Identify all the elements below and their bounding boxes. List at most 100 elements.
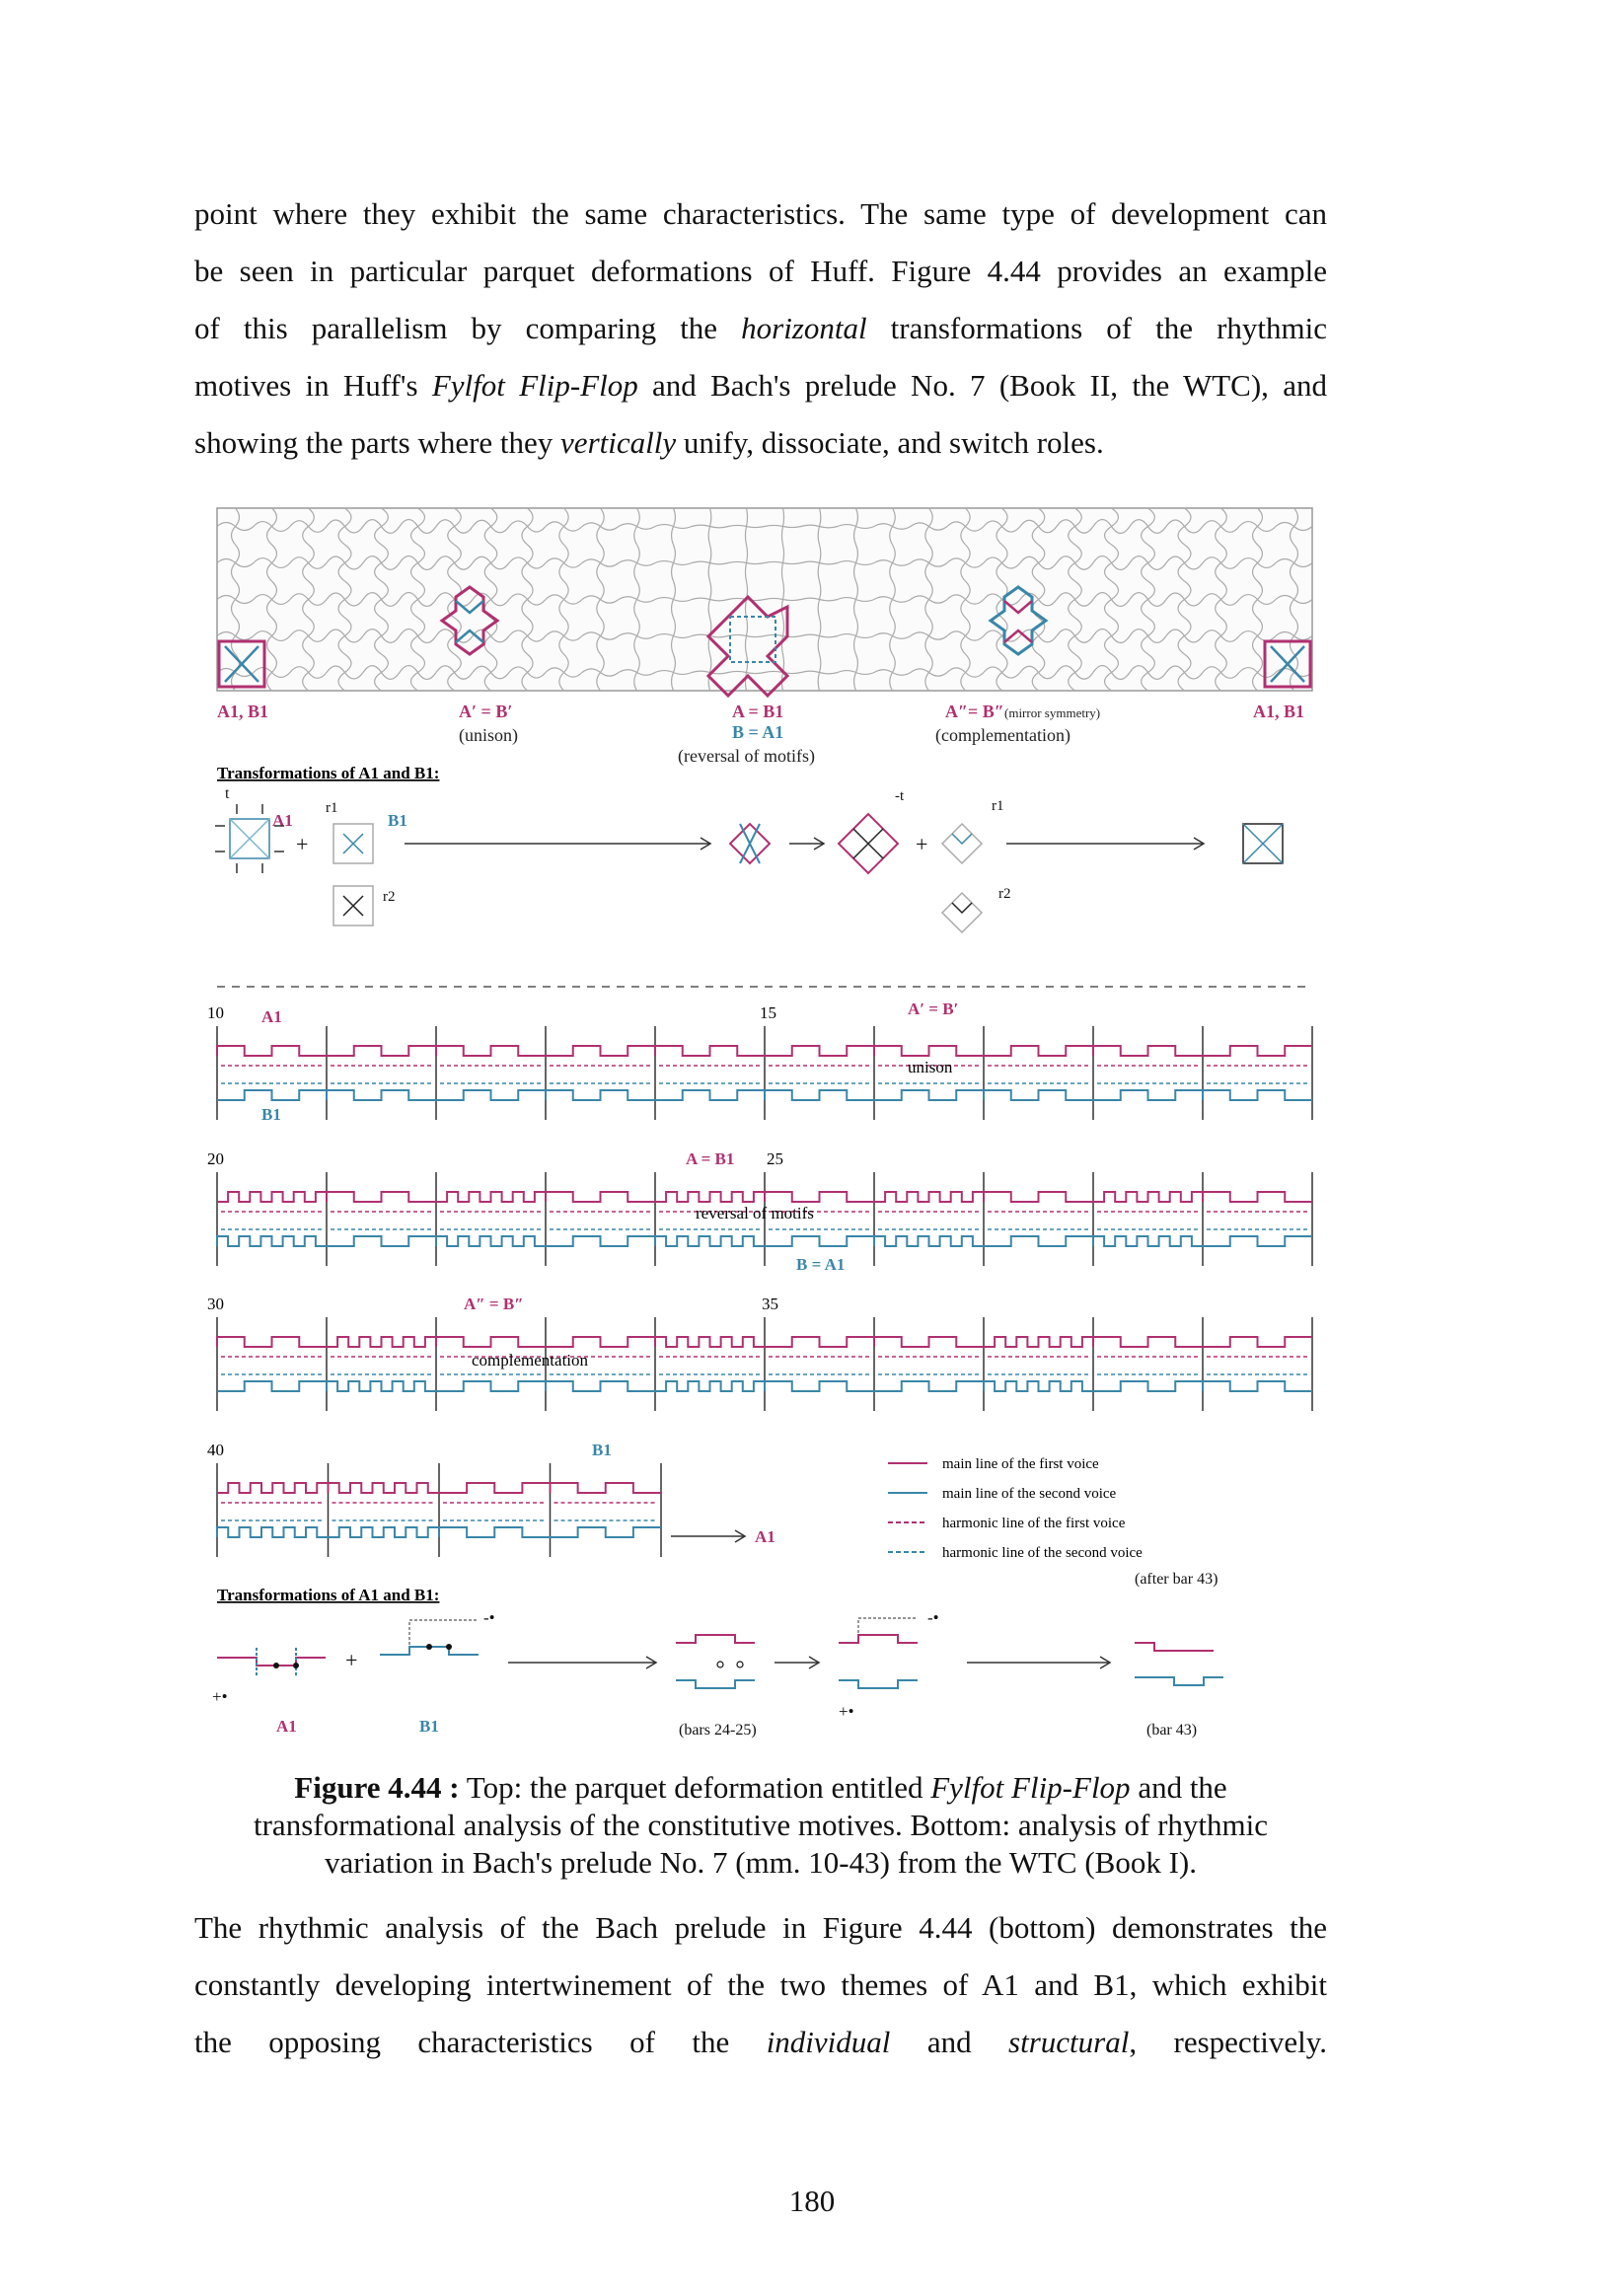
parquet-tile xyxy=(654,544,693,582)
parquet-tile xyxy=(618,507,656,546)
parquet-tile xyxy=(362,544,401,582)
parquet-tile xyxy=(800,507,839,546)
parquet-tile xyxy=(654,653,693,692)
label-unison: (unison) xyxy=(459,725,518,746)
legend-item: main line of the second voice xyxy=(942,1486,1117,1502)
second-voice-trace xyxy=(438,1526,551,1538)
row2-eq-top: A = B1 xyxy=(686,1149,734,1168)
parquet-tile xyxy=(1056,580,1094,619)
second-voice-trace xyxy=(216,1235,327,1247)
label-reversal: (reversal of motifs) xyxy=(678,746,815,767)
bar-number: 15 xyxy=(760,1003,776,1022)
parquet-tile xyxy=(983,580,1021,619)
second-voice-trace xyxy=(655,1089,765,1101)
first-voice-trace xyxy=(873,1336,984,1348)
figure-4-44: A1, B1 A′ = B′ (unison) A = B1 B = A1 (r… xyxy=(207,498,1322,1761)
row1-b-label: B1 xyxy=(261,1105,281,1124)
second-voice-trace xyxy=(546,1235,655,1247)
svg-text:+: + xyxy=(345,1648,357,1672)
parquet-tile xyxy=(837,653,875,692)
parquet-tile xyxy=(1238,580,1277,619)
transformations-diagram-bottom: +• A1 + -• B1 (bars 24-25) -• +• (after … xyxy=(212,1571,1223,1739)
svg-text:B1: B1 xyxy=(419,1717,439,1736)
parquet-tile xyxy=(508,580,547,619)
parquet-tile xyxy=(362,653,401,692)
parquet-tile xyxy=(253,617,291,655)
first-voice-trace xyxy=(326,1191,436,1203)
first-voice-trace xyxy=(984,1045,1093,1057)
parquet-tile xyxy=(691,544,729,582)
first-voice-trace xyxy=(984,1336,1093,1348)
bar-number: 40 xyxy=(207,1441,224,1459)
svg-text:-•: -• xyxy=(927,1608,939,1627)
parquet-tile xyxy=(362,617,401,655)
body-paragraph-bottom: The rhythmic analysis of the Bach prelud… xyxy=(194,1899,1327,2071)
transformations-title-bottom: Transformations of A1 and B1: xyxy=(217,1586,439,1604)
second-voice-trace xyxy=(217,1380,327,1392)
second-voice-trace xyxy=(1202,1089,1312,1101)
parquet-tile xyxy=(326,580,364,619)
parquet-tile xyxy=(399,653,437,692)
first-voice-trace xyxy=(217,1191,327,1203)
parquet-tile xyxy=(983,617,1021,655)
parquet-tile xyxy=(581,507,620,546)
svg-text:r2: r2 xyxy=(998,886,1011,902)
svg-text:+: + xyxy=(916,832,927,856)
row2-note: reversal of motifs xyxy=(696,1204,814,1222)
parquet-tile xyxy=(362,580,401,619)
second-voice-trace xyxy=(874,1089,984,1101)
parquet-tile xyxy=(654,507,693,546)
parquet-tile xyxy=(216,617,255,655)
first-voice-trace xyxy=(764,1191,874,1203)
row1-note: unison xyxy=(908,1058,953,1076)
parquet-tile xyxy=(727,617,766,655)
legend: main line of the first voice main line o… xyxy=(888,1456,1143,1561)
parquet-tile xyxy=(873,580,912,619)
parquet-tile xyxy=(1202,580,1240,619)
parquet-tile xyxy=(910,580,948,619)
row3-note: complementation xyxy=(472,1351,589,1370)
parquet-tile xyxy=(873,617,912,655)
parquet-tile xyxy=(289,544,328,582)
parquet-tile xyxy=(326,544,364,582)
parquet-tile xyxy=(800,580,839,619)
first-voice-trace xyxy=(546,1336,655,1348)
parquet-tile xyxy=(910,653,948,692)
bar-number: 30 xyxy=(207,1295,224,1313)
parquet-tile xyxy=(1056,544,1094,582)
parquet-tile xyxy=(618,580,656,619)
parquet-tile xyxy=(873,544,912,582)
first-voice-trace xyxy=(765,1336,874,1348)
row3-eq: A″ = B″ xyxy=(464,1295,524,1313)
parquet-tile xyxy=(654,617,693,655)
second-voice-trace xyxy=(1093,1380,1203,1392)
parquet-tile xyxy=(472,653,510,692)
row2-eq-bottom: B = A1 xyxy=(796,1255,845,1274)
parquet-tile xyxy=(253,653,291,692)
parquet-tile xyxy=(472,507,510,546)
parquet-tile xyxy=(1202,544,1240,582)
svg-text:+•: +• xyxy=(839,1702,854,1721)
caption-label: Figure 4.44 : xyxy=(294,1770,460,1805)
parquet-tile xyxy=(618,617,656,655)
caption-line: variation in Bach's prelude No. 7 (mm. 1… xyxy=(324,1845,1197,1880)
parquet-tile xyxy=(1275,507,1313,546)
parquet-tile xyxy=(1056,507,1094,546)
first-voice-trace xyxy=(1203,1045,1312,1057)
parquet-tile xyxy=(1238,507,1277,546)
page-number: 180 xyxy=(788,2184,836,2218)
second-voice-trace xyxy=(217,1089,327,1101)
parquet-tile xyxy=(545,507,583,546)
parquet-deformation-strip xyxy=(216,507,1313,699)
figure-caption: Figure 4.44 : Top: the parquet deformati… xyxy=(187,1769,1334,1882)
svg-text:t: t xyxy=(225,785,230,802)
svg-text:+•: +• xyxy=(212,1687,228,1706)
parquet-tile xyxy=(837,507,875,546)
first-voice-trace xyxy=(436,1191,546,1203)
parquet-tile xyxy=(1165,580,1204,619)
svg-text:r1: r1 xyxy=(326,800,338,816)
parquet-tile xyxy=(581,617,620,655)
first-voice-trace xyxy=(983,1191,1093,1203)
parquet-tile xyxy=(800,653,839,692)
parquet-tile xyxy=(508,507,547,546)
